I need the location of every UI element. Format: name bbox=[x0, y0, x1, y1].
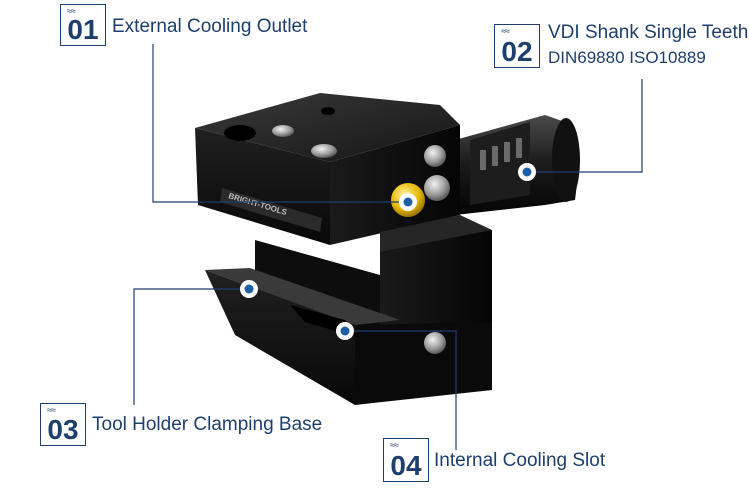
callout-label-02: VDI Shank Single Teeth bbox=[548, 22, 749, 43]
callout-number: 03 bbox=[47, 414, 79, 445]
callout-badge-01: ≈≈ 01 bbox=[60, 4, 106, 46]
wave-icon: ≈≈ bbox=[501, 26, 510, 36]
callout-number: 01 bbox=[67, 14, 99, 45]
callout-badge-02: ≈≈ 02 bbox=[494, 24, 540, 68]
callout-label-03: Tool Holder Clamping Base bbox=[92, 414, 323, 435]
callout-label-01: External Cooling Outlet bbox=[112, 16, 308, 37]
leader-line-01 bbox=[152, 44, 408, 203]
callout-badge-03: ≈≈ 03 bbox=[40, 403, 86, 446]
marker-02 bbox=[518, 163, 536, 181]
callout-sublabel-02: DIN69880 ISO10889 bbox=[548, 48, 706, 67]
clamping-base bbox=[205, 268, 492, 405]
leader-line-02 bbox=[527, 79, 643, 173]
callout-label-04: Internal Cooling Slot bbox=[434, 450, 606, 471]
vdi-shank bbox=[455, 115, 580, 215]
wave-icon: ≈≈ bbox=[390, 440, 399, 450]
callout-number: 02 bbox=[501, 36, 533, 67]
callout-number: 04 bbox=[390, 450, 422, 481]
marker-01 bbox=[399, 193, 417, 211]
wave-icon: ≈≈ bbox=[47, 405, 56, 415]
leader-line-04 bbox=[345, 330, 457, 450]
wave-icon: ≈≈ bbox=[67, 6, 76, 16]
leader-line-03 bbox=[133, 288, 249, 405]
marker-04 bbox=[336, 322, 354, 340]
callout-badge-04: ≈≈ 04 bbox=[383, 438, 429, 482]
marker-03 bbox=[240, 280, 258, 298]
